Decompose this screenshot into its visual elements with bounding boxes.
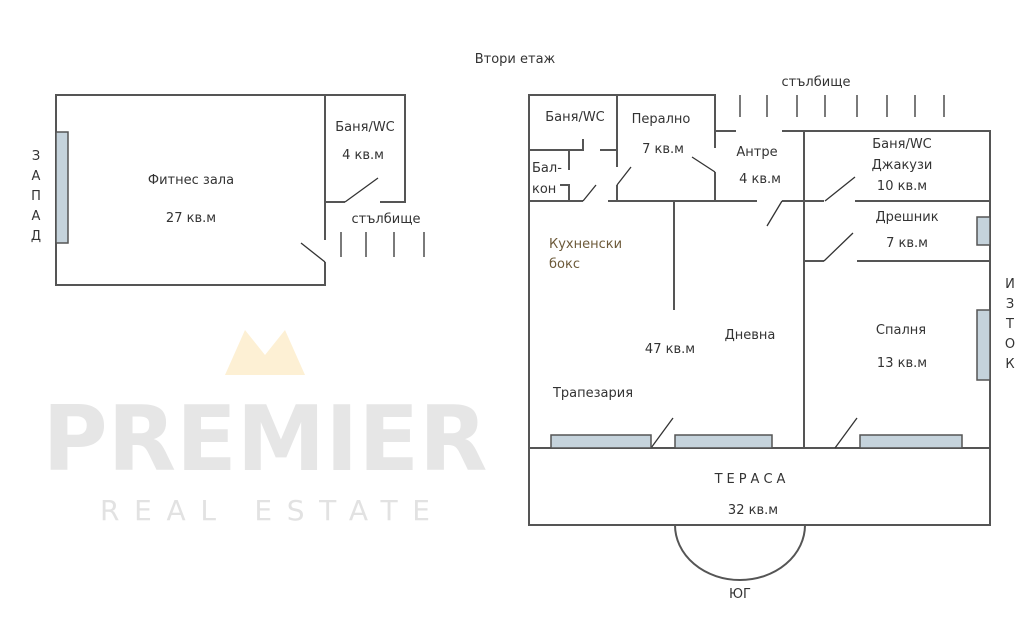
room-kitchen-line2: бокс bbox=[549, 257, 580, 272]
room-bath-jacuzzi-area: 10 кв.м bbox=[877, 179, 927, 194]
svg-text:З: З bbox=[1006, 297, 1014, 312]
svg-text:Д: Д bbox=[31, 229, 41, 244]
room-fitness-area: 27 кв.м bbox=[166, 211, 216, 226]
room-balcony-line2: кон bbox=[532, 182, 556, 197]
room-closet-area: 7 кв.м bbox=[886, 236, 928, 251]
room-living-area: 47 кв.м bbox=[645, 342, 695, 357]
room-laundry-area: 7 кв.м bbox=[642, 142, 684, 157]
window bbox=[976, 216, 991, 246]
room-bedroom-area: 13 кв.м bbox=[877, 356, 927, 371]
room-balcony-line1: Бал- bbox=[532, 161, 562, 176]
stairs-left bbox=[340, 232, 425, 257]
room-kitchen-line1: Кухненски bbox=[549, 237, 622, 252]
stairs-top bbox=[739, 95, 945, 117]
room-bath-jacuzzi-line1: Баня/WC bbox=[872, 137, 932, 152]
south-label: ЮГ bbox=[729, 587, 751, 602]
room-fitness-name: Фитнес зала bbox=[148, 173, 234, 188]
plan-title: Втори етаж bbox=[475, 52, 556, 67]
svg-text:К: К bbox=[1005, 357, 1014, 372]
watermark-tagline: REAL ESTATE bbox=[100, 494, 430, 527]
window bbox=[674, 434, 773, 449]
room-dining-name: Трапезария bbox=[552, 386, 633, 401]
svg-text:Т: Т bbox=[1005, 317, 1014, 332]
svg-text:А: А bbox=[32, 209, 41, 224]
svg-text:А: А bbox=[32, 169, 41, 184]
room-hall-name: Антре bbox=[736, 145, 777, 160]
room-bath-small-name: Баня/WC bbox=[545, 110, 605, 125]
crown-logo-icon bbox=[225, 330, 305, 375]
room-hall-area: 4 кв.м bbox=[739, 172, 781, 187]
stairs-left-label: стълбище bbox=[352, 212, 421, 227]
window bbox=[55, 131, 69, 244]
room-bath-jacuzzi-line2: Джакузи bbox=[872, 158, 933, 173]
svg-text:О: О bbox=[1005, 337, 1015, 352]
left-block-walls bbox=[55, 94, 425, 286]
svg-text:И: И bbox=[1005, 277, 1015, 292]
room-closet-name: Дрешник bbox=[875, 210, 938, 225]
east-label: И З Т О К bbox=[1005, 277, 1015, 372]
window bbox=[976, 309, 991, 381]
room-terrace-area: 32 кв.м bbox=[728, 503, 778, 518]
svg-text:П: П bbox=[31, 189, 41, 204]
stairs-top-label: стълбище bbox=[782, 75, 851, 90]
window bbox=[859, 434, 963, 449]
west-label: З А П А Д bbox=[31, 149, 41, 244]
room-terrace-name: ТЕРАСА bbox=[714, 472, 790, 487]
room-bath-left-name: Баня/WC bbox=[335, 120, 395, 135]
watermark: PREMIER REAL ESTATE bbox=[43, 330, 488, 527]
watermark-brand: PREMIER bbox=[43, 387, 488, 492]
window bbox=[550, 434, 652, 449]
right-block-walls bbox=[528, 94, 991, 581]
room-bath-left-area: 4 кв.м bbox=[342, 148, 384, 163]
room-living-name: Дневна bbox=[725, 328, 776, 343]
svg-text:З: З bbox=[32, 149, 40, 164]
room-bedroom-name: Спалня bbox=[876, 323, 926, 338]
doors bbox=[582, 156, 858, 449]
room-laundry-name: Перално bbox=[632, 112, 691, 127]
